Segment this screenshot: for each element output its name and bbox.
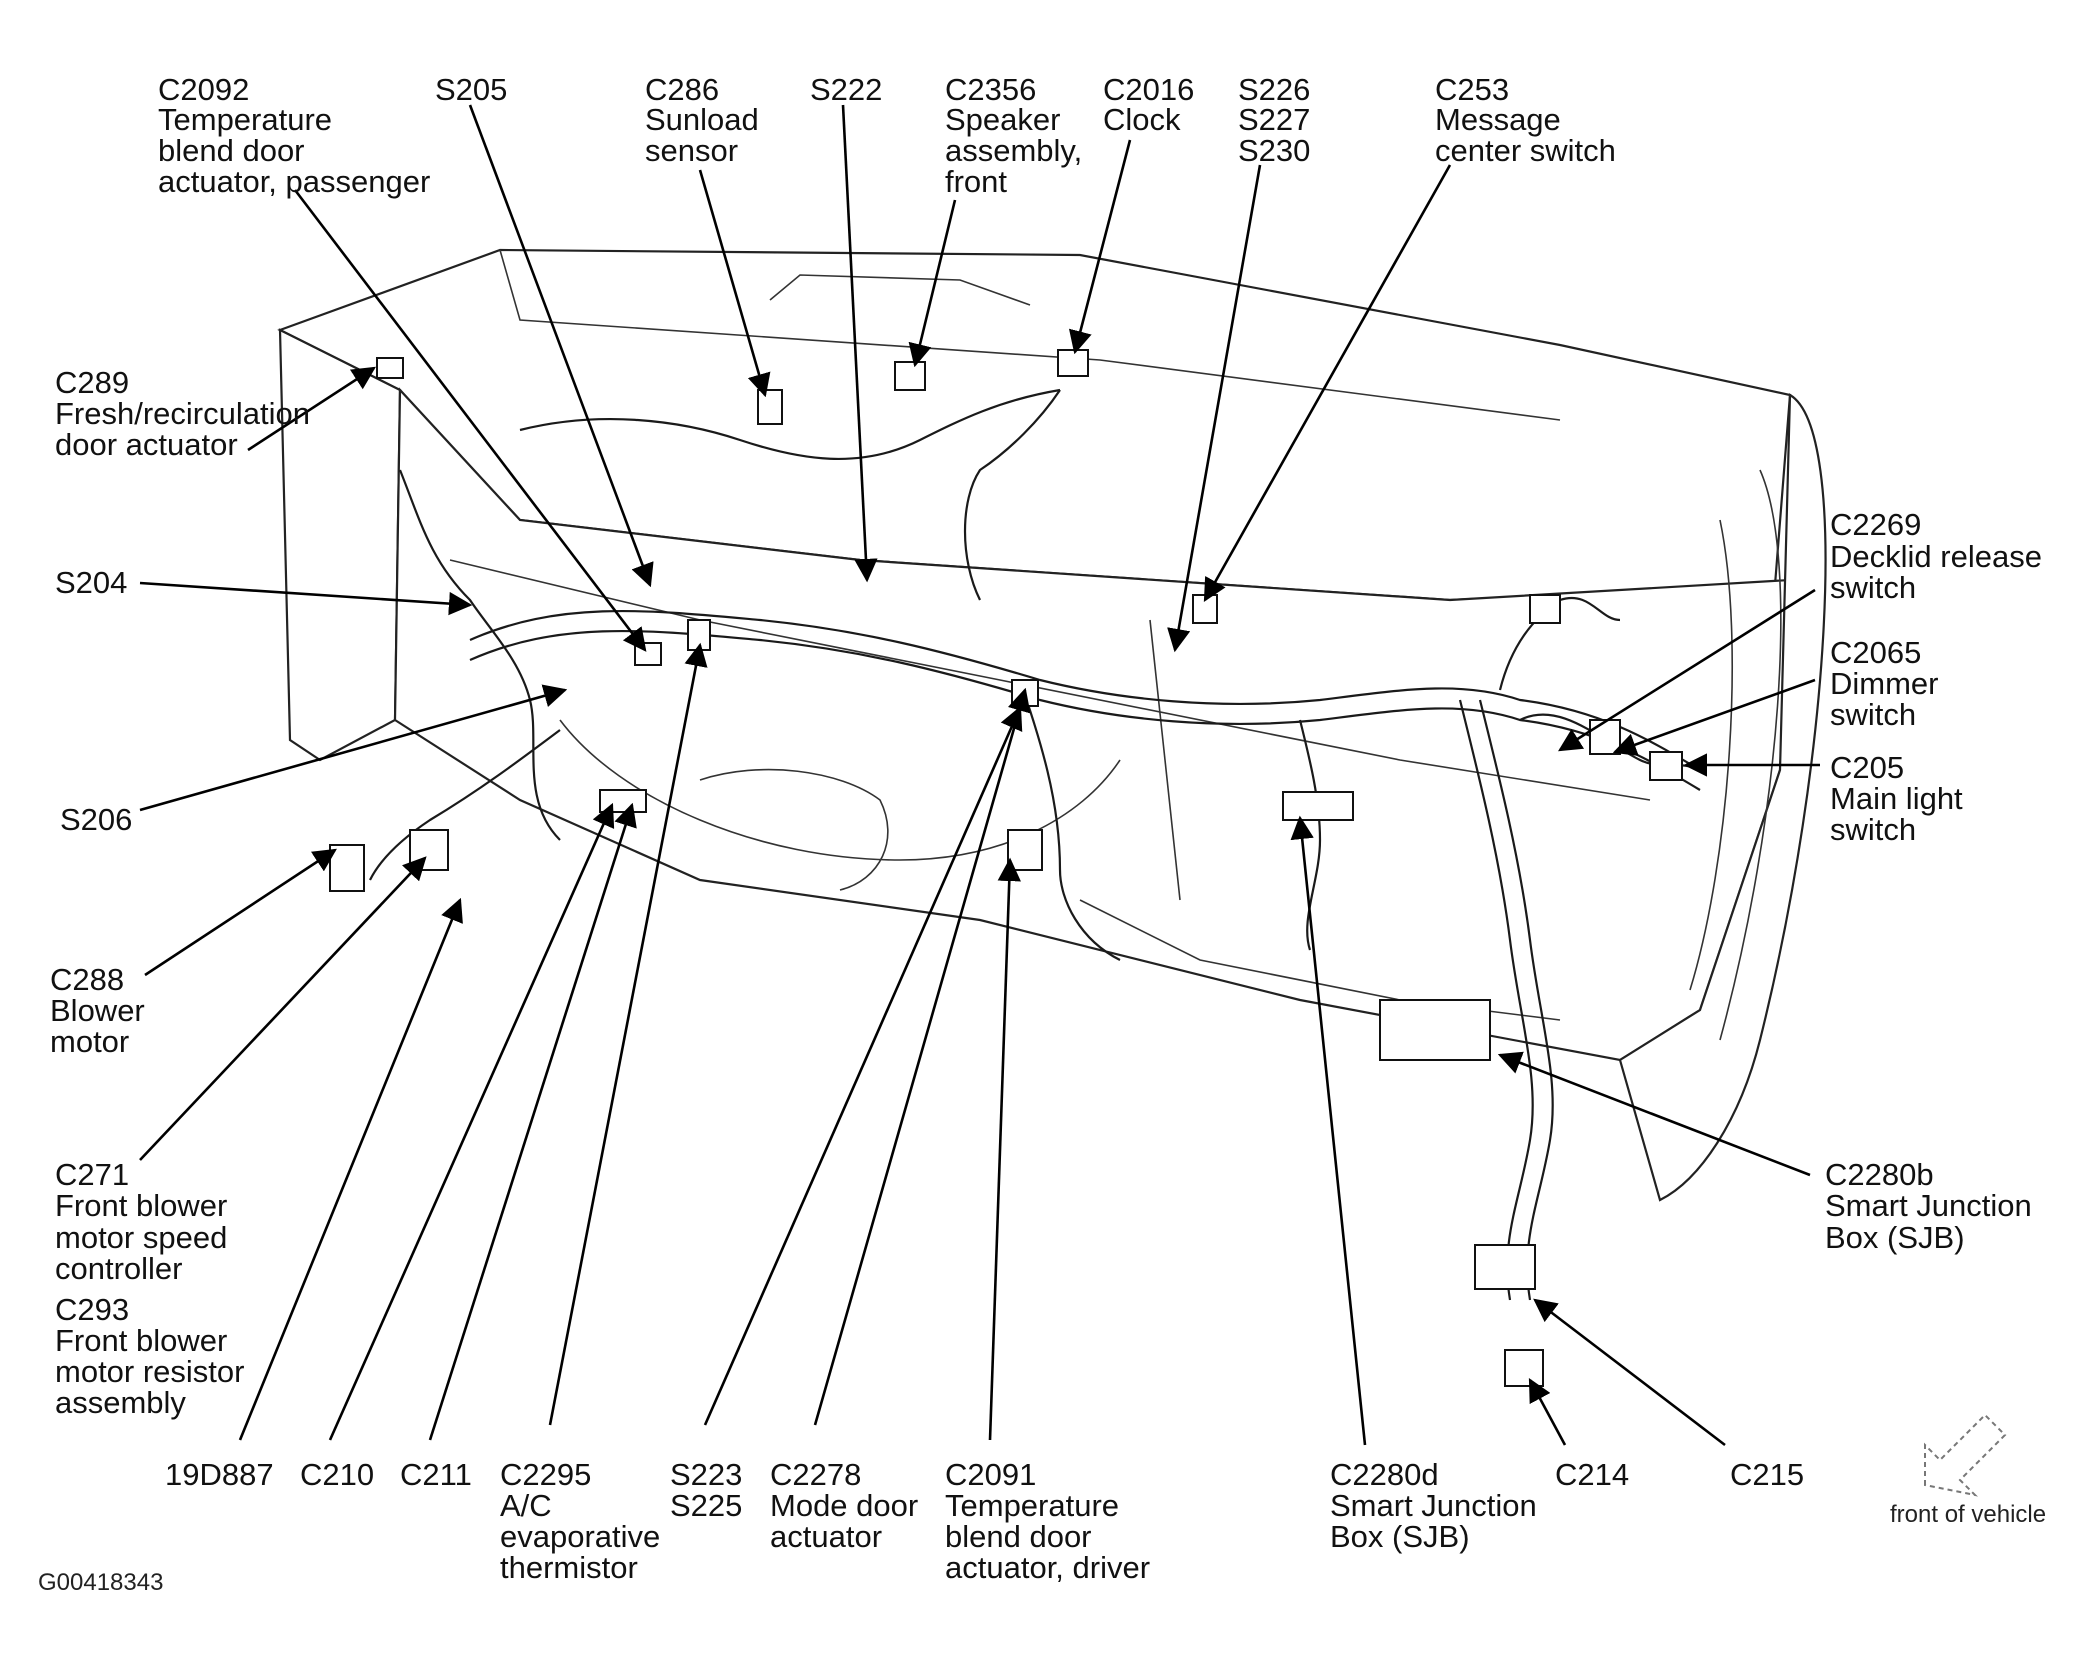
connector-c2092 xyxy=(634,642,662,666)
label-c2280d: C2280d Smart Junction Box (SJB) xyxy=(1330,1457,1545,1554)
leader-c214 xyxy=(1528,1377,1567,1446)
leader-c2280b xyxy=(1497,1051,1811,1177)
harness-top-branch xyxy=(519,388,1061,460)
leader-c2092 xyxy=(293,189,647,652)
duct-outline xyxy=(699,768,889,891)
connector-c2269 xyxy=(1529,594,1561,624)
connector-c210-c211 xyxy=(599,789,647,813)
leader-c215 xyxy=(1533,1298,1726,1447)
leader-c2278 xyxy=(813,687,1031,1426)
leader-c2356 xyxy=(908,199,957,368)
leader-19d887 xyxy=(238,897,463,1441)
leader-c2065 xyxy=(1612,678,1816,756)
label-s204: S204 xyxy=(55,565,127,600)
label-c286: C286 Sunload sensor xyxy=(645,72,767,168)
connector-c2091 xyxy=(1007,829,1043,871)
label-c2016: C2016 Clock xyxy=(1103,72,1203,137)
leader-c2295 xyxy=(548,642,708,1426)
center-stack-rib xyxy=(1149,619,1181,901)
front-of-vehicle-label: front of vehicle xyxy=(1890,1501,2046,1528)
label-c271: C271 Front blower motor speed controller xyxy=(55,1157,236,1286)
harness-sjb-branch xyxy=(1298,719,1322,951)
leader-c288 xyxy=(144,848,337,977)
label-c2295: C2295 A/C evaporative thermistor xyxy=(500,1457,669,1585)
connector-c215 xyxy=(1474,1244,1536,1290)
leader-s205 xyxy=(468,104,654,588)
leader-s223 xyxy=(703,705,1023,1426)
label-c253: C253 Message center switch xyxy=(1435,72,1616,168)
harness-main-trunk xyxy=(469,609,1701,771)
leader-c289 xyxy=(247,366,376,452)
connector-c2280d xyxy=(1282,791,1354,821)
label-c2356: C2356 Speaker assembly, front xyxy=(945,72,1091,199)
connector-c2016 xyxy=(1057,349,1089,377)
figure-id: G00418343 xyxy=(38,1569,163,1596)
label-c211: C211 xyxy=(400,1457,472,1492)
dash-left-end-cap xyxy=(278,328,402,762)
leader-c253 xyxy=(1203,164,1452,603)
leader-c271 xyxy=(139,856,427,1161)
label-c215: C215 xyxy=(1730,1457,1804,1492)
label-c2269: C2269 Decklid release switch xyxy=(1830,507,2051,605)
leader-c2280d xyxy=(1290,815,1367,1446)
leader-s204 xyxy=(139,581,473,616)
label-c2278: C2278 Mode door actuator xyxy=(770,1457,927,1554)
right-end-inner-rib-2 xyxy=(1689,519,1733,991)
leader-c2091 xyxy=(988,857,1021,1441)
label-c2092: C2092 Temperature blend door actuator, p… xyxy=(158,72,430,199)
connector-c2280b xyxy=(1379,999,1491,1061)
front-direction-arrow-icon xyxy=(1924,1413,2007,1497)
label-c2280b: C2280b Smart Junction Box (SJB) xyxy=(1825,1157,2040,1255)
instrument-panel-artwork xyxy=(277,248,1827,1202)
label-s205: S205 xyxy=(435,72,507,107)
leader-c211 xyxy=(428,802,637,1441)
hvac-housing-outline xyxy=(559,719,1121,861)
harness-right-drop xyxy=(1458,699,1534,1301)
leader-c286 xyxy=(698,169,771,398)
label-s206: S206 xyxy=(60,802,132,837)
connector-c286 xyxy=(757,389,783,425)
harness-center-drop xyxy=(1018,679,1121,961)
leader-lines xyxy=(139,104,1820,1447)
leader-c210 xyxy=(328,802,615,1441)
label-c210: C210 xyxy=(300,1457,374,1492)
leader-c2269 xyxy=(1558,588,1816,752)
label-s223-s225: S223 S225 xyxy=(670,1457,751,1523)
label-c205: C205 Main light switch xyxy=(1830,750,1971,847)
harness-blower-branch xyxy=(369,729,561,881)
dash-top-seam xyxy=(499,249,1561,421)
leader-s206 xyxy=(139,684,568,812)
harness-right-drop-2 xyxy=(1478,699,1554,1301)
leader-c2016 xyxy=(1068,139,1132,355)
dash-right-end-cap xyxy=(1618,393,1827,1202)
leader-s222 xyxy=(841,104,878,583)
connector-c288 xyxy=(329,844,365,892)
harness-clock-branch xyxy=(963,389,1061,601)
connector-c2065 xyxy=(1589,719,1621,755)
connector-c2356 xyxy=(894,361,926,391)
callout-labels: C2092 Temperature blend door actuator, p… xyxy=(50,72,2051,1585)
right-end-inner-rib xyxy=(1719,469,1782,1041)
wiring-harness xyxy=(369,388,1701,1301)
label-c289: C289 Fresh/recirculation door actuator xyxy=(55,365,319,462)
speaker-grille xyxy=(769,274,1031,306)
leader-s226 xyxy=(1167,164,1262,653)
label-c2091: C2091 Temperature blend door actuator, d… xyxy=(945,1457,1150,1585)
connector-c271 xyxy=(409,829,449,871)
label-19d887: 19D887 xyxy=(165,1457,274,1492)
label-s226-s227-s230: S226 S227 S230 xyxy=(1238,72,1319,168)
label-c2065: C2065 Dimmer switch xyxy=(1830,635,1947,732)
label-s222: S222 xyxy=(810,72,882,107)
label-c293: C293 Front blower motor resistor assembl… xyxy=(55,1292,253,1420)
harness-left-drop xyxy=(398,469,561,841)
label-c288: C288 Blower motor xyxy=(50,962,153,1059)
connector-c205 xyxy=(1649,751,1683,781)
connector-c289 xyxy=(376,357,404,379)
connector-c214 xyxy=(1504,1349,1544,1387)
front-of-vehicle-indicator: front of vehicle xyxy=(1890,1413,2046,1528)
cross-car-beam xyxy=(449,559,1651,801)
label-c214: C214 xyxy=(1555,1457,1629,1492)
